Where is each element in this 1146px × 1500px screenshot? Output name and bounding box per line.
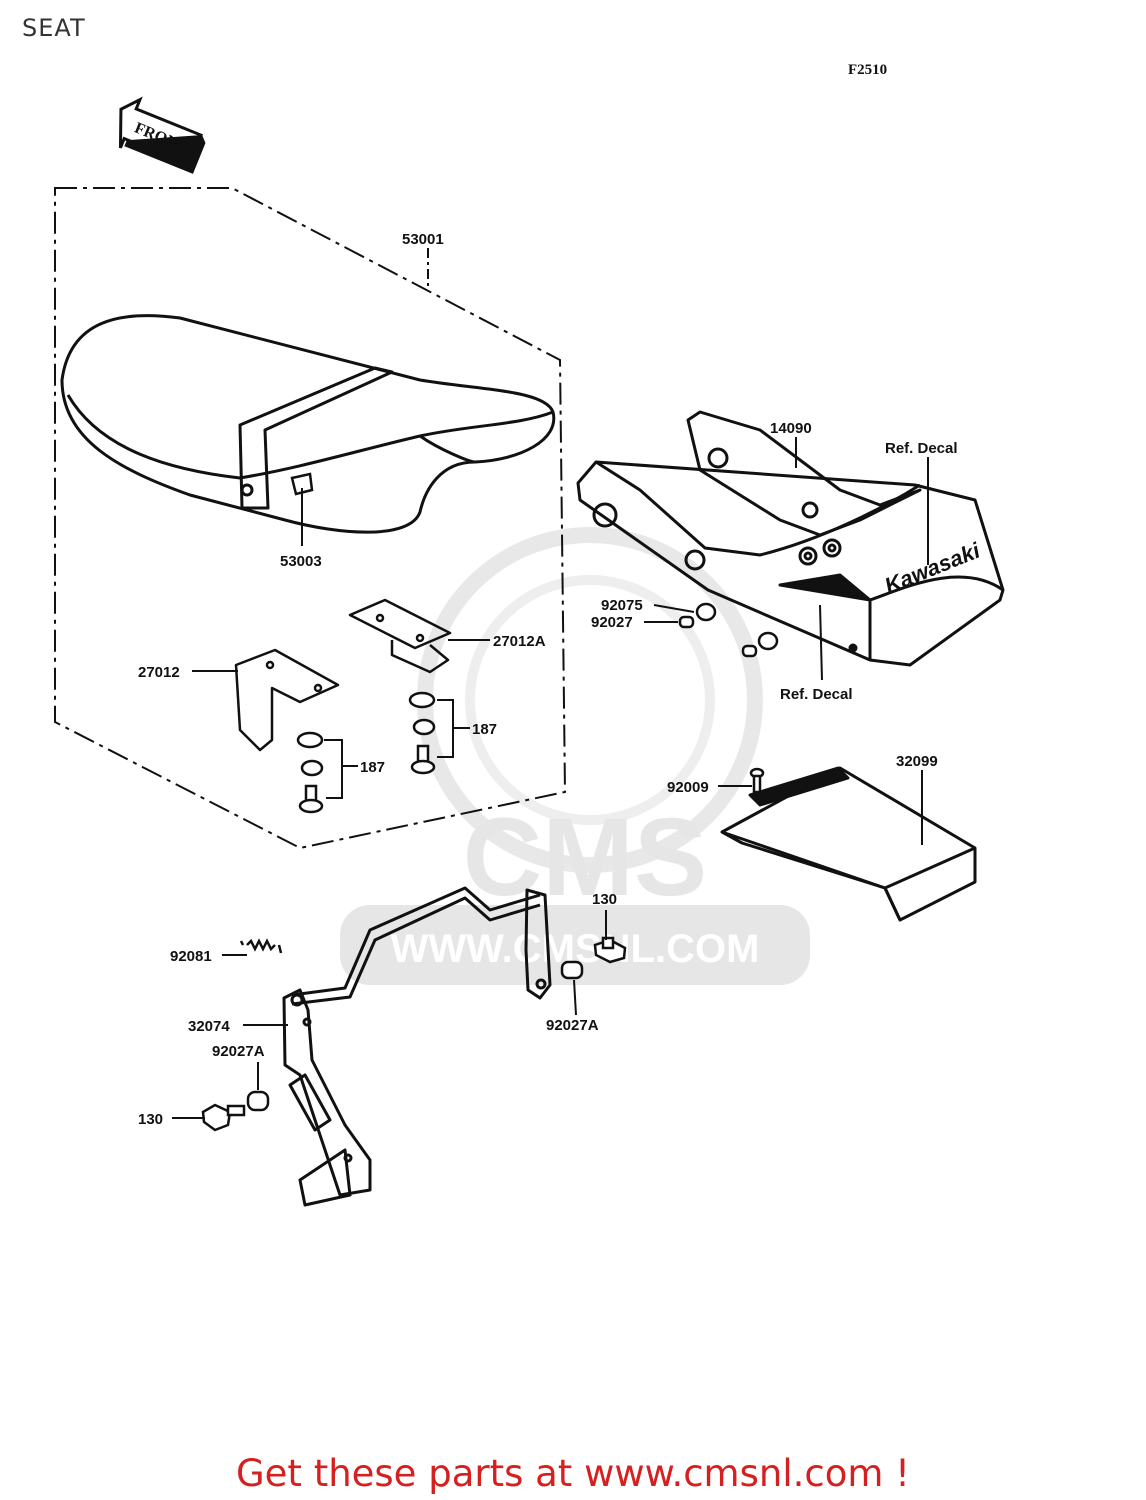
part-label-53001: 53001 — [402, 231, 444, 248]
part-label-27012A: 27012A — [493, 633, 546, 650]
page-title: SEAT — [22, 14, 86, 42]
part-label-32074: 32074 — [188, 1018, 230, 1035]
part-label-32099: 32099 — [896, 753, 938, 770]
figure-code: F2510 — [848, 62, 888, 78]
part-label-130-right: 130 — [592, 891, 617, 908]
bracket-27012-icon — [234, 648, 340, 752]
bolt-130-right-icon — [593, 936, 627, 964]
spring-92081-icon — [239, 938, 283, 954]
grommet-icon — [678, 602, 779, 658]
part-label-187-left: 187 — [360, 759, 385, 776]
part-label-27012: 27012 — [138, 664, 180, 681]
washer-187-set-left-icon — [296, 731, 324, 814]
footer-link[interactable]: Get these parts at www.cmsnl.com ! — [235, 1452, 910, 1495]
tail-cover-bracket-icon — [686, 410, 922, 537]
part-label-92027A-left: 92027A — [212, 1043, 265, 1060]
part-label-92027A-right: 92027A — [546, 1017, 599, 1034]
watermark-logo: CMS — [463, 796, 707, 919]
parts-diagram: CMS WWW.CMSNL.COM FRONT — [54, 96, 1005, 1207]
part-label-ref-decal-top: Ref. Decal — [885, 440, 958, 457]
part-label-92075: 92075 — [601, 597, 643, 614]
seat-icon — [60, 314, 556, 534]
part-label-14090: 14090 — [770, 420, 812, 437]
bracket-27012A-icon — [348, 598, 452, 674]
part-label-130-left: 130 — [138, 1111, 163, 1128]
front-arrow-icon: FRONT — [118, 96, 206, 174]
tool-tray-icon — [720, 766, 977, 922]
seat-lock-icon — [282, 886, 552, 1207]
part-label-92009: 92009 — [667, 779, 709, 796]
collar-92027A-right-icon — [560, 960, 584, 980]
seat-hook-icon — [290, 472, 314, 496]
screw-92009-icon — [749, 767, 765, 794]
collar-92027A-left-icon — [246, 1090, 270, 1112]
part-label-ref-decal-bottom: Ref. Decal — [780, 686, 853, 703]
decal-brand-text: Kawasaki — [881, 537, 984, 598]
bolt-130-left-icon — [201, 1103, 246, 1132]
part-labels: 53001 53003 14090 Ref. Decal Ref. Decal … — [138, 231, 958, 1128]
washer-187-set-right-icon — [408, 691, 436, 775]
seat-assembly-outline — [54, 187, 567, 850]
part-label-92081: 92081 — [170, 948, 212, 965]
part-label-92027: 92027 — [591, 614, 633, 631]
part-label-53003: 53003 — [280, 553, 322, 570]
leader-lines — [172, 248, 929, 1119]
part-label-187-right: 187 — [472, 721, 497, 738]
